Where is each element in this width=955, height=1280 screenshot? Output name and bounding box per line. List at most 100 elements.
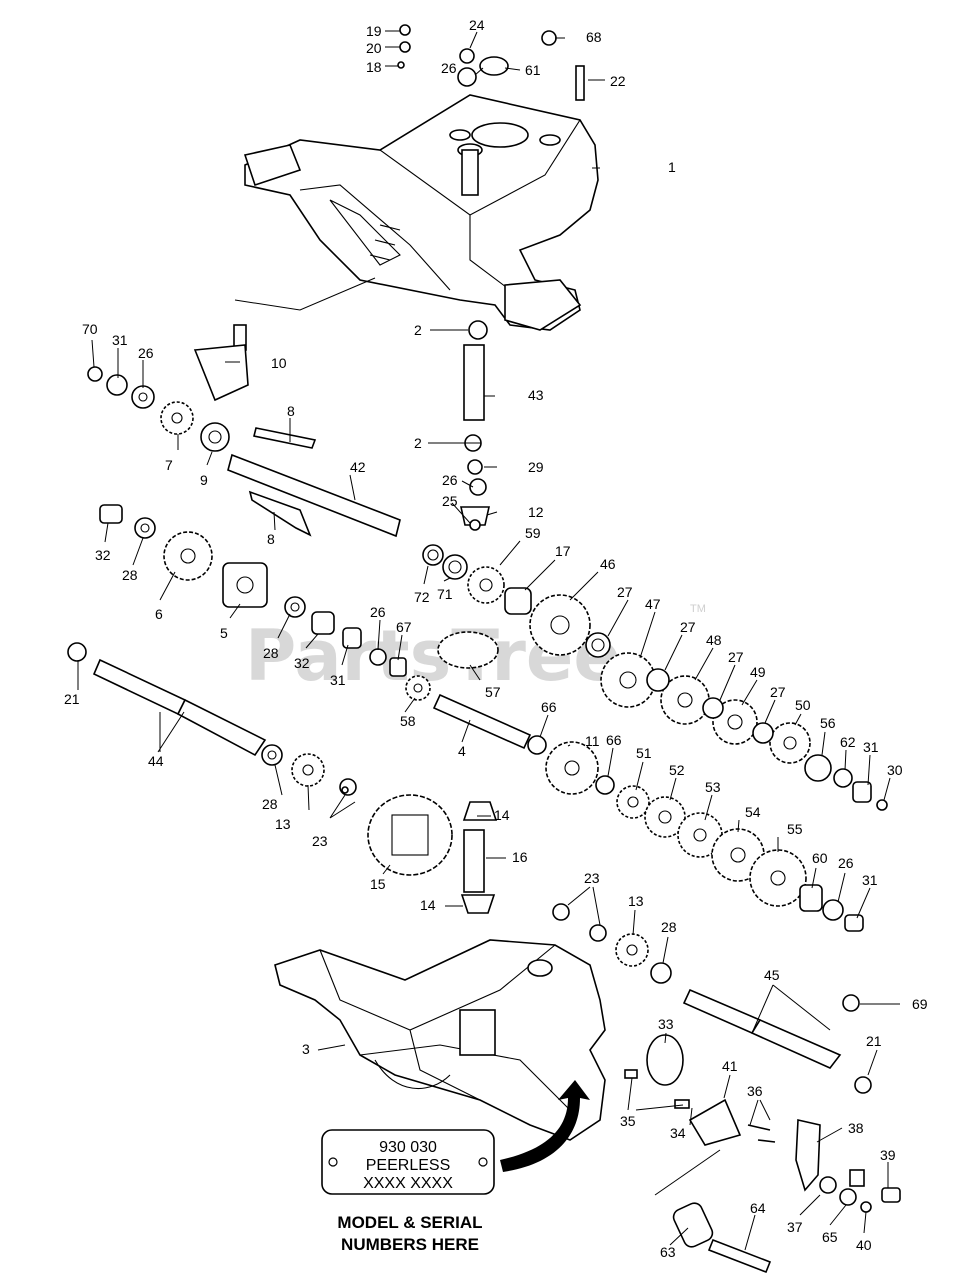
axle-44b	[176, 698, 267, 757]
axle-45a	[682, 988, 762, 1035]
callout-68: 68	[586, 29, 602, 45]
callout-15: 15	[370, 876, 386, 892]
callout-61: 61	[525, 62, 541, 78]
callout-27: 27	[728, 649, 744, 665]
callout-20: 20	[366, 40, 382, 56]
callout-21: 21	[866, 1033, 882, 1049]
watermark-tm: TM	[690, 603, 706, 615]
callout-45: 45	[764, 967, 780, 983]
callout-13: 13	[275, 816, 291, 832]
callout-4: 4	[458, 743, 466, 759]
note-line-1: MODEL & SERIAL	[337, 1213, 482, 1232]
callout-16: 16	[512, 849, 528, 865]
callout-64: 64	[750, 1200, 766, 1216]
callout-31: 31	[112, 332, 128, 348]
callout-66: 66	[541, 699, 557, 715]
callout-37: 37	[787, 1219, 803, 1235]
callout-23: 23	[312, 833, 328, 849]
callout-39: 39	[880, 1147, 896, 1163]
callout-28: 28	[262, 796, 278, 812]
callout-49: 49	[750, 664, 766, 680]
callout-30: 30	[887, 762, 903, 778]
callout-56: 56	[820, 715, 836, 731]
callout-17: 17	[555, 543, 571, 559]
callout-8: 8	[267, 531, 275, 547]
callout-63: 63	[660, 1244, 676, 1260]
callout-28: 28	[122, 567, 138, 583]
callout-65: 65	[822, 1229, 838, 1245]
callout-40: 40	[856, 1237, 872, 1253]
callout-11: 11	[585, 733, 600, 749]
callout-8: 8	[287, 403, 295, 419]
lower-housing	[274, 939, 606, 1141]
callout-13: 13	[628, 893, 644, 909]
callout-1: 1	[668, 159, 676, 175]
plate-line-3: XXXX XXXX	[363, 1175, 453, 1192]
shaft-4	[432, 693, 532, 750]
callout-58: 58	[400, 713, 416, 729]
callout-51: 51	[636, 745, 652, 761]
callout-67: 67	[396, 619, 412, 635]
plate-line-1: 930 030	[379, 1139, 437, 1156]
callout-2: 2	[414, 435, 422, 451]
serial-plate: 930 030 PEERLESS XXXX XXXX	[321, 1129, 495, 1195]
callout-55: 55	[787, 821, 803, 837]
callout-72: 72	[414, 589, 430, 605]
callout-32: 32	[294, 655, 310, 671]
leader-lines	[77, 30, 900, 1251]
callout-41: 41	[722, 1058, 738, 1074]
callout-2: 2	[414, 322, 422, 338]
callout-19: 19	[366, 23, 382, 39]
callout-47: 47	[645, 596, 661, 612]
callout-29: 29	[528, 459, 544, 475]
callout-7: 7	[165, 457, 173, 473]
callout-27: 27	[770, 684, 786, 700]
callout-60: 60	[812, 850, 828, 866]
callout-26: 26	[441, 60, 457, 76]
callout-27: 27	[617, 584, 633, 600]
callout-26: 26	[138, 345, 154, 361]
callout-66: 66	[606, 732, 622, 748]
upper-housing	[243, 94, 599, 331]
callout-32: 32	[95, 547, 111, 563]
callout-43: 43	[528, 387, 544, 403]
pointer-arrow	[500, 1080, 590, 1172]
shaft-16	[463, 829, 485, 893]
callout-26: 26	[838, 855, 854, 871]
callout-14: 14	[420, 897, 436, 913]
callout-62: 62	[840, 734, 856, 750]
washers-bearings	[67, 24, 901, 1274]
callout-6: 6	[155, 606, 163, 622]
callout-9: 9	[200, 472, 208, 488]
callout-31: 31	[330, 672, 346, 688]
shaft-43	[463, 344, 485, 421]
axle-45b	[750, 1018, 842, 1069]
callout-24: 24	[469, 17, 485, 33]
callout-59: 59	[525, 525, 541, 541]
shafts	[92, 344, 842, 1069]
callout-18: 18	[366, 59, 382, 75]
serial-note: MODEL & SERIAL NUMBERS HERE	[337, 1213, 482, 1254]
plate-line-2: PEERLESS	[366, 1157, 450, 1174]
callout-21: 21	[64, 691, 80, 707]
callout-33: 33	[658, 1016, 674, 1032]
callout-36: 36	[747, 1083, 763, 1099]
callout-23: 23	[584, 870, 600, 886]
callout-46: 46	[600, 556, 616, 572]
callout-54: 54	[745, 804, 761, 820]
callout-5: 5	[220, 625, 228, 641]
callout-57: 57	[485, 684, 501, 700]
callout-28: 28	[661, 919, 677, 935]
callout-26: 26	[370, 604, 386, 620]
callout-34: 34	[670, 1125, 686, 1141]
callout-22: 22	[610, 73, 626, 89]
callout-14: 14	[494, 807, 510, 823]
callout-31: 31	[863, 739, 879, 755]
shaft-42	[227, 453, 401, 538]
callout-44: 44	[148, 753, 164, 769]
callout-28: 28	[263, 645, 279, 661]
callout-69: 69	[912, 996, 928, 1012]
callout-52: 52	[669, 762, 685, 778]
callout-50: 50	[795, 697, 811, 713]
callout-35: 35	[620, 1113, 636, 1129]
